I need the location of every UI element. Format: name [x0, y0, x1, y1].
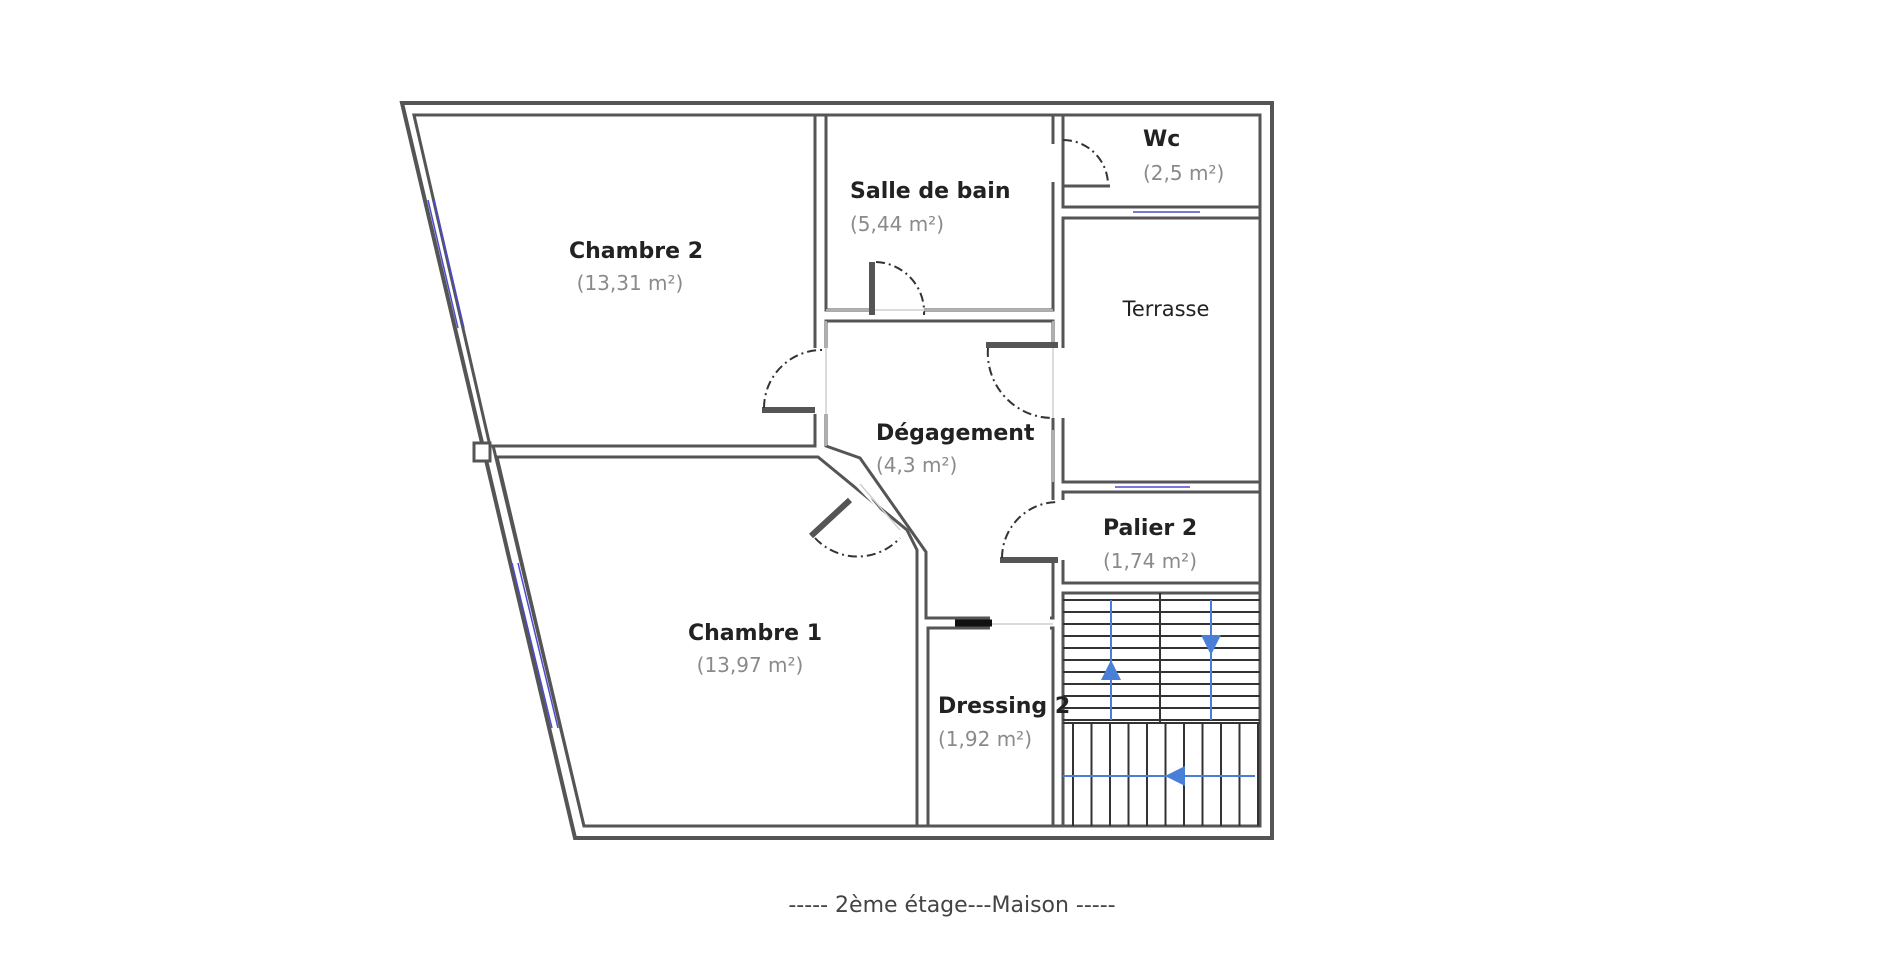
room-area-degagement: (4,3 m²): [876, 453, 957, 477]
room-label-salle-de-bain: Salle de bain: [850, 179, 1010, 204]
stairs-area[interactable]: [1061, 591, 1262, 828]
wall-joint: [472, 441, 492, 463]
room-label-chambre-2: Chambre 2: [569, 239, 703, 264]
door-chambre-1[interactable]: [814, 537, 901, 558]
stair-up-arrow-icon: [1101, 660, 1121, 680]
gap-palier: [1050, 500, 1066, 560]
room-label-palier-2: Palier 2: [1103, 516, 1197, 541]
gap-chambre1: [825, 455, 905, 536]
door-terrasse[interactable]: [986, 347, 1054, 420]
gap-terrasse: [1050, 348, 1066, 418]
room-label-wc: Wc: [1143, 127, 1180, 152]
room-label-degagement: Dégagement: [876, 421, 1035, 446]
room-terrasse[interactable]: [1061, 216, 1262, 484]
window-chambre-1b: [517, 562, 559, 729]
room-area-salle-de-bain: (5,44 m²): [850, 212, 944, 236]
room-chambre-1[interactable]: [495, 455, 919, 828]
room-area-palier-2: (1,74 m²): [1103, 549, 1197, 573]
door-sdb[interactable]: [875, 261, 926, 316]
window-chambre-1: [511, 562, 553, 729]
door-chambre1-leaf: [808, 497, 853, 539]
door-chambre-2[interactable]: [763, 349, 823, 409]
window-chambre-2b: [433, 199, 465, 329]
stair-down-arrow-icon: [1201, 635, 1221, 655]
room-area-dressing-2: (1,92 m²): [938, 727, 1032, 751]
opening-line-4: [859, 483, 901, 531]
room-label-terrasse: Terrasse: [1122, 297, 1210, 321]
stairs: [1063, 593, 1260, 826]
room-area-wc: (2,5 m²): [1143, 161, 1224, 185]
door-palier[interactable]: [1001, 501, 1059, 559]
room-chambre-2[interactable]: [412, 113, 817, 448]
window-chambre-2: [427, 199, 459, 329]
door-wc[interactable]: [1062, 139, 1109, 186]
gap-chambre2: [812, 348, 830, 414]
room-area-chambre-1: (13,97 m²): [697, 653, 804, 677]
floor-caption: ----- 2ème étage---Maison -----: [788, 893, 1115, 918]
room-label-chambre-1: Chambre 1: [688, 621, 822, 646]
room-area-chambre-2: (13,31 m²): [577, 271, 684, 295]
stair-left-arrow-icon: [1165, 766, 1185, 786]
room-label-dressing-2: Dressing 2: [938, 694, 1070, 719]
